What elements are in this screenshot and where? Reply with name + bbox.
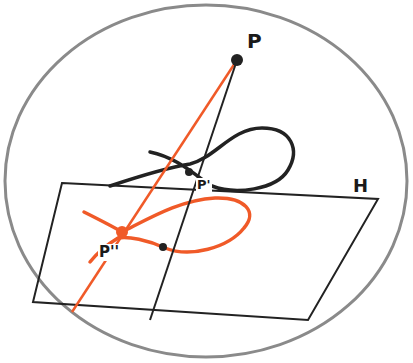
- projected-curve: [84, 198, 250, 262]
- space-point: [185, 168, 193, 176]
- space-outline: [5, 5, 407, 357]
- intersection-dot: [159, 243, 167, 251]
- image-label: P'': [98, 244, 120, 261]
- point-label: P': [196, 178, 212, 192]
- projection-ray-black: [150, 60, 237, 320]
- projection-ray-red: [72, 60, 237, 312]
- image-point: [116, 226, 128, 238]
- plane-h: [33, 183, 378, 320]
- plane-label: H: [352, 176, 369, 196]
- center-point: [231, 54, 243, 66]
- center-label: P: [246, 30, 263, 52]
